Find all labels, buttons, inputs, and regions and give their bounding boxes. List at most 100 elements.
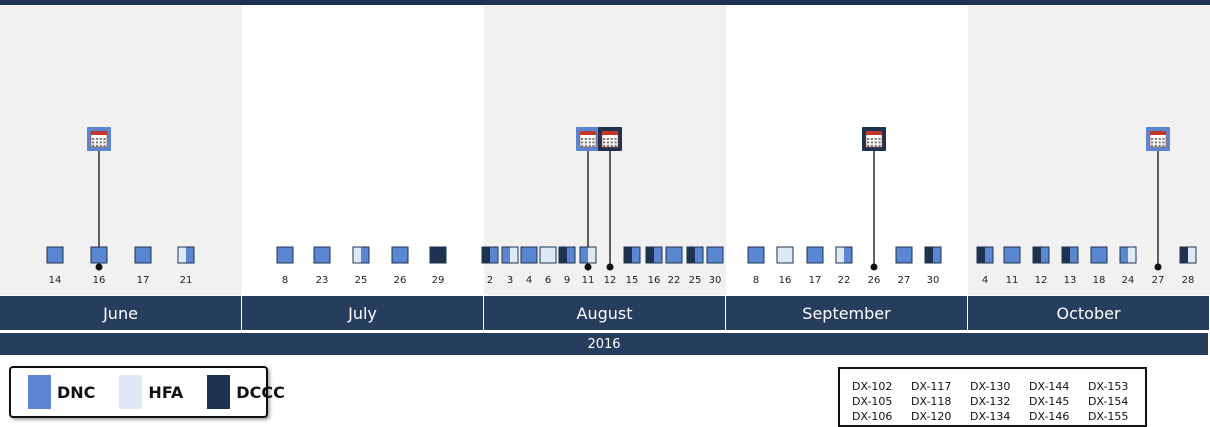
timeline-event: 18	[1090, 246, 1108, 286]
event-day-label: 17	[137, 275, 150, 286]
event-marker-dccc-dnc	[645, 246, 663, 264]
event-day-label: 21	[180, 275, 193, 286]
event-day-label: 14	[49, 275, 62, 286]
event-day-label: 2	[487, 275, 493, 286]
timeline-event: 16	[87, 127, 111, 286]
event-day-label: 6	[545, 275, 551, 286]
timeline-event: 15	[623, 246, 641, 286]
event-marker-dnc	[520, 246, 538, 264]
event-marker-dnc	[313, 246, 331, 264]
event-day-label: 29	[432, 275, 445, 286]
event-marker-dccc-dnc	[1061, 246, 1079, 264]
event-marker-dnc-hfa	[501, 246, 519, 264]
timeline-event: 30	[706, 246, 724, 286]
timeline-event: 16	[776, 246, 794, 286]
doc-id: DX-153	[1088, 380, 1129, 393]
calendar-icon	[598, 127, 622, 151]
event-day-label: 25	[355, 275, 368, 286]
timeline-event: 28	[1179, 246, 1197, 286]
event-day-label: 24	[1122, 275, 1135, 286]
event-day-label: 30	[927, 275, 940, 286]
event-day-label: 15	[626, 275, 639, 286]
timeline-event: 24	[1119, 246, 1137, 286]
event-day-label: 23	[316, 275, 329, 286]
timeline-event: 11	[576, 127, 600, 286]
timeline-event: 13	[1061, 246, 1079, 286]
timeline-event: 16	[645, 246, 663, 286]
doc-id: DX-146	[1029, 410, 1070, 423]
event-marker-dccc-dnc	[976, 246, 994, 264]
event-marker-dnc	[1090, 246, 1108, 264]
event-dot	[584, 263, 592, 271]
timeline-event: 6	[539, 246, 557, 286]
month-band-june	[0, 5, 242, 295]
event-day-label: 4	[526, 275, 532, 286]
event-day-label: 27	[1152, 275, 1165, 286]
event-marker-dccc-dnc	[623, 246, 641, 264]
event-marker-hfa-dnc	[352, 246, 370, 264]
timeline-event: 23	[313, 246, 331, 286]
event-dot	[870, 263, 878, 271]
document-id-box: DX-102 DX-117 DX-130 DX-144 DX-153 DX-10…	[838, 367, 1147, 427]
timeline-event: 27	[895, 246, 913, 286]
legend-label-dccc: DCCC	[236, 382, 285, 402]
event-marker-dnc	[895, 246, 913, 264]
event-marker-dnc	[1003, 246, 1021, 264]
event-day-label: 16	[93, 275, 106, 286]
event-day-label: 27	[898, 275, 911, 286]
event-day-label: 9	[564, 275, 570, 286]
doc-id: DX-134	[970, 410, 1011, 423]
doc-id: DX-106	[852, 410, 893, 423]
month-label-june: June	[0, 296, 241, 330]
timeline-event: 29	[429, 246, 447, 286]
document-id-grid: DX-102 DX-117 DX-130 DX-144 DX-153 DX-10…	[852, 379, 1145, 424]
event-day-label: 26	[868, 275, 881, 286]
event-marker-hfa	[776, 246, 794, 264]
month-label-july: July	[242, 296, 483, 330]
doc-id: DX-130	[970, 380, 1011, 393]
timeline-event: 30	[924, 246, 942, 286]
event-marker-hfa	[539, 246, 557, 264]
legend: DNC HFA DCCC	[9, 366, 285, 418]
timeline-event: 22	[835, 246, 853, 286]
doc-id: DX-117	[911, 380, 952, 393]
event-marker-dnc	[747, 246, 765, 264]
event-marker-dccc-hfa	[1179, 246, 1197, 264]
event-marker-dccc-dnc	[481, 246, 499, 264]
calendar-icon	[1146, 127, 1170, 151]
event-day-label: 30	[709, 275, 722, 286]
event-marker-dnc	[706, 246, 724, 264]
legend-label-dnc: DNC	[57, 382, 96, 402]
event-day-label: 11	[1006, 275, 1019, 286]
event-marker-dnc	[391, 246, 409, 264]
doc-id: DX-154	[1088, 395, 1129, 408]
legend-item-dccc: DCCC	[207, 375, 285, 409]
event-day-label: 8	[282, 275, 288, 286]
event-marker-dnc	[90, 246, 108, 264]
calendar-icon	[576, 127, 600, 151]
event-day-label: 8	[753, 275, 759, 286]
event-day-label: 28	[1182, 275, 1195, 286]
legend-item-hfa: HFA	[119, 375, 183, 409]
timeline-event: 25	[686, 246, 704, 286]
timeline-event: 4	[520, 246, 538, 286]
event-day-label: 16	[648, 275, 661, 286]
calendar-icon	[87, 127, 111, 151]
month-label-september: September	[726, 296, 967, 330]
timeline-event: 17	[806, 246, 824, 286]
doc-id: DX-132	[970, 395, 1011, 408]
event-dot	[95, 263, 103, 271]
timeline-event: 17	[134, 246, 152, 286]
year-bar: 2016	[0, 333, 1208, 355]
event-day-label: 22	[838, 275, 851, 286]
timeline-event: 2	[481, 246, 499, 286]
event-marker-dnc	[134, 246, 152, 264]
timeline-event: 12	[1032, 246, 1050, 286]
event-marker-dnc	[806, 246, 824, 264]
legend-item-dnc: DNC	[28, 375, 95, 409]
event-marker-hfa-dnc	[835, 246, 853, 264]
month-bar-row: June July August September October	[0, 296, 1210, 330]
timeline-event: 4	[976, 246, 994, 286]
timeline-event: 8	[276, 246, 294, 286]
